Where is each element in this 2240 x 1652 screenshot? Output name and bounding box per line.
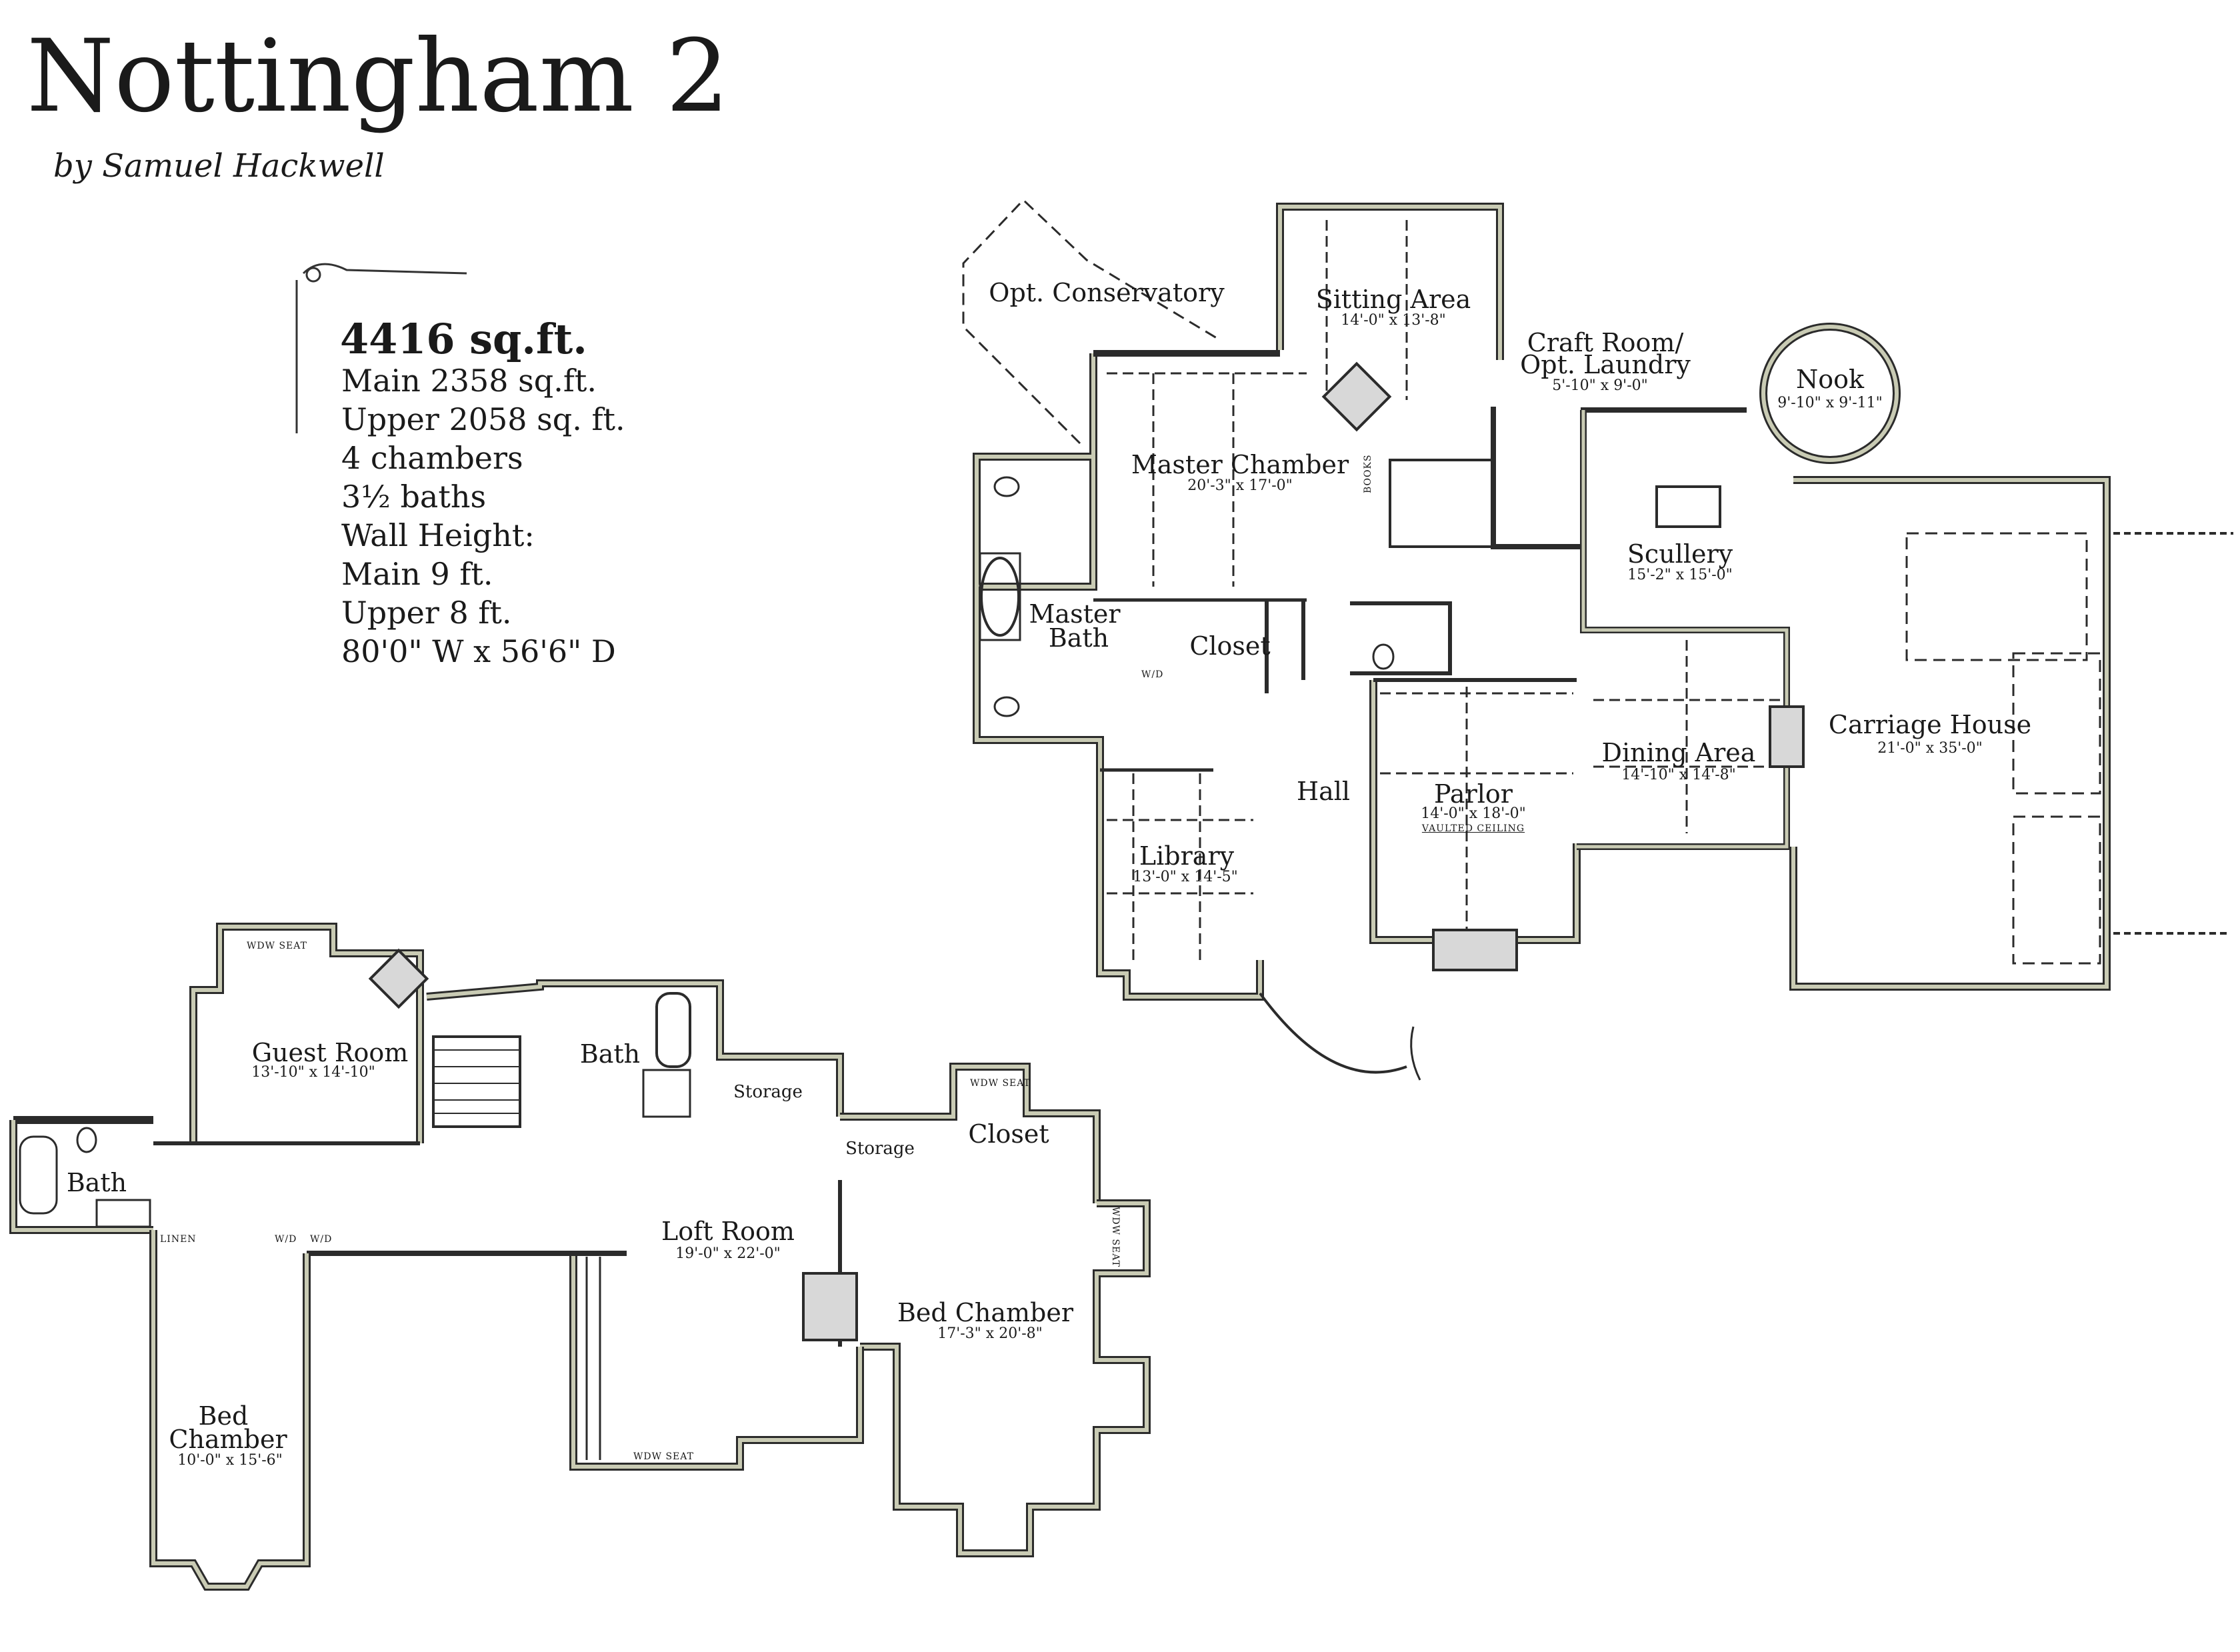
room-library-dims: 13'-0" x 14'-5" — [1133, 869, 1238, 885]
main-stairs — [1389, 459, 1495, 548]
room-craft-room-dims: 5'-10" x 9'-0" — [1552, 377, 1648, 394]
room-bed-chamber-left-line2: Chamber — [169, 1425, 287, 1454]
room-storage-1: Storage — [733, 1082, 803, 1102]
upper-tub — [655, 992, 691, 1068]
left-bath-tub — [19, 1135, 58, 1215]
room-loft-room: Loft Room — [661, 1217, 795, 1246]
parlor-fireplace — [1432, 929, 1518, 971]
master-fireplace — [1321, 361, 1392, 432]
room-nook-dims: 9'-10" x 9'-11" — [1777, 395, 1883, 411]
upper-stairs — [432, 1035, 521, 1128]
room-dining-area: Dining Area — [1601, 738, 1756, 767]
specs-line: Upper 8 ft. — [341, 595, 512, 631]
plan-byline: by Samuel Hackwell — [53, 147, 385, 185]
room-parlor-note: VAULTED CEILING — [1421, 823, 1525, 834]
guest-room-wall — [189, 923, 424, 1143]
label-wd-upper-2: W/D — [310, 1234, 333, 1245]
upper-floor-walls — [9, 923, 1151, 1591]
room-parlor: Parlor — [1434, 779, 1513, 809]
room-bed-chamber-right-dims: 17'-3" x 20'-8" — [937, 1325, 1043, 1342]
room-storage-2: Storage — [845, 1139, 915, 1159]
master-tub — [980, 557, 1020, 637]
conservatory-outline — [962, 198, 1221, 445]
room-carriage-house-dims: 21'-0" x 35'-0" — [1877, 740, 1983, 757]
guest-fireplace — [368, 948, 429, 1009]
room-master-bath: Master — [1029, 599, 1121, 629]
room-upper-bath: Bath — [579, 1039, 641, 1069]
scullery-island — [1655, 485, 1721, 528]
room-master-closet: Closet — [1189, 631, 1271, 661]
room-guest-room-dims: 13'-10" x 14'-10" — [251, 1064, 375, 1081]
room-bed-chamber-right: Bed Chamber — [897, 1298, 1074, 1327]
specs-line: Upper 2058 sq. ft. — [341, 401, 625, 437]
room-sitting-area-dims: 14'-0" x 13'-8" — [1341, 312, 1446, 329]
label-window-seat-loft: WDW SEAT — [633, 1451, 694, 1462]
room-master-bath-line2: Bath — [1048, 623, 1109, 653]
main-floor-walls — [962, 198, 2233, 1081]
room-guest-room: Guest Room — [251, 1038, 409, 1067]
specs-line: 4 chambers — [341, 440, 523, 476]
label-wd-upper-1: W/D — [275, 1234, 297, 1245]
label-linen: LINEN — [160, 1234, 197, 1245]
ornament-flourish — [295, 263, 467, 433]
loft-fireplace — [802, 1272, 858, 1341]
specs-line: 3½ baths — [341, 479, 487, 515]
specs-line: Wall Height: — [341, 517, 535, 553]
master-toilet — [993, 476, 1020, 497]
room-upper-closet: Closet — [968, 1119, 1049, 1149]
label-window-seat-closet: WDW SEAT — [970, 1078, 1031, 1089]
label-window-seat-bed: WDW SEAT — [1110, 1207, 1121, 1267]
room-left-bath: Bath — [66, 1168, 127, 1197]
room-parlor-dims: 14'-0" x 18'-0" — [1421, 805, 1526, 822]
upper-shower — [642, 1069, 691, 1118]
room-sitting-area: Sitting Area — [1315, 285, 1471, 314]
sitting-area-wall — [1276, 203, 1504, 360]
room-scullery: Scullery — [1627, 539, 1733, 569]
room-nook: Nook — [1795, 365, 1865, 394]
label-window-seat-guest: WDW SEAT — [247, 941, 307, 951]
label-books: BOOKS — [1363, 454, 1373, 493]
room-opt-conservatory: Opt. Conservatory — [989, 278, 1225, 307]
room-craft-room: Craft Room/ — [1527, 328, 1684, 357]
room-library: Library — [1139, 841, 1235, 871]
label-wd-main: W/D — [1141, 669, 1164, 680]
room-craft-room-line2: Opt. Laundry — [1520, 350, 1691, 379]
room-dining-area-dims: 14'-10" x 14'-8" — [1621, 767, 1736, 783]
master-chamber-wall — [973, 353, 1097, 591]
front-porch-arc — [1259, 992, 1407, 1074]
specs-line: Main 2358 sq.ft. — [341, 363, 597, 399]
plan-title: Nottingham 2 — [27, 19, 730, 135]
room-bed-chamber-left-dims: 10'-0" x 15'-6" — [177, 1452, 283, 1469]
specs-line: Main 9 ft. — [341, 556, 493, 592]
room-scullery-dims: 15'-2" x 15'-0" — [1627, 567, 1733, 583]
room-loft-room-dims: 19'-0" x 22'-0" — [675, 1245, 781, 1262]
room-hall: Hall — [1296, 777, 1351, 806]
room-carriage-house: Carriage House — [1828, 710, 2032, 739]
specs-line: 80'0" W x 56'6" D — [341, 633, 616, 669]
specs-total: 4416 sq.ft. — [340, 315, 587, 363]
room-bed-chamber-left: Bed — [198, 1401, 249, 1431]
room-master-chamber: Master Chamber — [1131, 450, 1349, 479]
bed-chamber-right-wall — [860, 1199, 1151, 1557]
room-master-chamber-dims: 20'-3" x 17'-0" — [1187, 477, 1293, 494]
